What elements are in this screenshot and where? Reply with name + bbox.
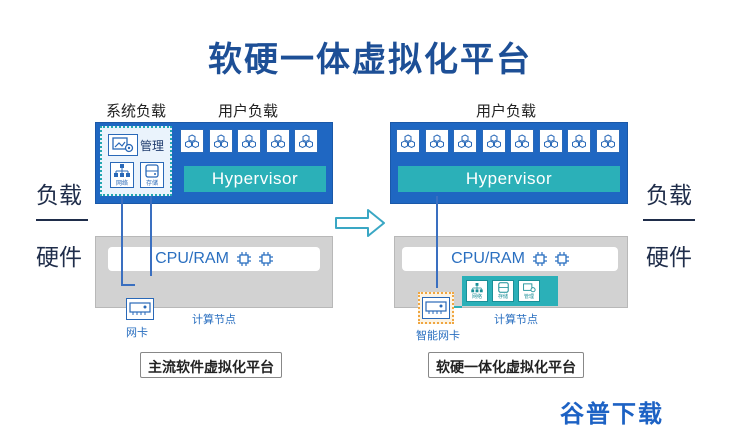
nic-label-left: 网卡 bbox=[126, 326, 148, 339]
compute-node-label-right: 计算节点 bbox=[494, 313, 538, 326]
vm-cube-icon bbox=[600, 134, 615, 148]
vm-cube-icon bbox=[299, 134, 313, 148]
chip-icon bbox=[258, 252, 273, 266]
compute-node-label-left: 计算节点 bbox=[192, 313, 236, 326]
vm-cell-left bbox=[294, 129, 318, 153]
system-load-box: 管理 网络 存储 bbox=[100, 126, 172, 196]
transition-arrow-icon bbox=[335, 209, 385, 237]
cpu-ram-label-right: CPU/RAM bbox=[451, 250, 525, 267]
user-load-label-right: 用户负载 bbox=[476, 102, 537, 120]
nic-card-left bbox=[126, 298, 154, 320]
vm-cube-icon bbox=[515, 134, 529, 148]
vm-cube-icon bbox=[185, 134, 199, 148]
network-tile-left: 网络 bbox=[110, 162, 134, 188]
hypervisor-bar-right: Hypervisor bbox=[398, 166, 620, 192]
connector-line bbox=[436, 196, 438, 288]
vm-cube-icon bbox=[429, 134, 444, 148]
chip-icon bbox=[236, 252, 251, 266]
page-title: 软硬一体虚拟化平台 bbox=[208, 40, 532, 80]
storage-tile-label-left: 存储 bbox=[145, 179, 158, 187]
vm-cell-left bbox=[208, 129, 233, 153]
caption-right: 软硬一体化虚拟化平台 bbox=[428, 352, 584, 378]
vm-cell-right bbox=[481, 129, 506, 153]
system-load-label: 系统负载 bbox=[106, 102, 167, 120]
caption-left: 主流软件虚拟化平台 bbox=[140, 352, 282, 378]
image-gear-icon bbox=[112, 137, 134, 153]
vm-cube-icon bbox=[242, 134, 256, 148]
network-icon bbox=[114, 163, 130, 177]
hypervisor-bar-left: Hypervisor bbox=[184, 166, 326, 192]
manage-label: 管理 bbox=[140, 139, 165, 153]
connector-line bbox=[121, 196, 123, 284]
offload-manage-tile: 管理 bbox=[518, 280, 540, 302]
offload-panel: 网络 存储 管理 bbox=[462, 276, 558, 306]
network-icon bbox=[471, 282, 483, 292]
vm-cell-right bbox=[424, 129, 449, 153]
user-load-label-left: 用户负载 bbox=[218, 102, 279, 120]
cpu-ram-bar-left: CPU/RAM bbox=[108, 247, 320, 271]
vm-cell-right bbox=[510, 129, 534, 153]
vm-cell-left bbox=[237, 129, 261, 153]
manage-tile bbox=[108, 134, 138, 156]
chip-icon bbox=[532, 252, 547, 266]
offload-manage-label: 管理 bbox=[523, 293, 534, 300]
smart-nic-card bbox=[422, 297, 450, 319]
storage-tile-left: 存储 bbox=[140, 162, 164, 188]
vm-cube-icon bbox=[270, 134, 285, 148]
side-separator-left bbox=[36, 219, 88, 221]
vm-cell-right bbox=[567, 129, 591, 153]
vm-cell-left bbox=[180, 129, 204, 153]
vm-cell-right bbox=[595, 129, 620, 153]
side-label-load-right: 负载 bbox=[646, 183, 692, 209]
side-label-hardware-left: 硬件 bbox=[36, 245, 82, 271]
vm-cube-icon bbox=[543, 134, 558, 148]
smart-nic-label: 智能网卡 bbox=[416, 329, 460, 342]
vm-cube-icon bbox=[458, 134, 472, 148]
side-separator-right bbox=[643, 219, 695, 221]
offload-network-tile: 网络 bbox=[466, 280, 488, 302]
storage-icon bbox=[497, 282, 509, 293]
offload-storage-tile: 存储 bbox=[492, 280, 514, 302]
vm-cube-icon bbox=[572, 134, 586, 148]
connector-line bbox=[454, 306, 462, 308]
nic-icon bbox=[425, 301, 447, 314]
smart-nic-highlight bbox=[418, 292, 454, 324]
chip-icon bbox=[554, 252, 569, 266]
connector-line bbox=[150, 196, 152, 276]
vm-cube-icon bbox=[401, 134, 415, 148]
vm-cell-left bbox=[265, 129, 290, 153]
vm-cell-right bbox=[396, 129, 420, 153]
cpu-ram-label-left: CPU/RAM bbox=[155, 250, 229, 267]
network-tile-label-left: 网络 bbox=[115, 179, 128, 187]
storage-icon bbox=[145, 163, 159, 178]
vm-cell-right bbox=[538, 129, 563, 153]
connector-line bbox=[121, 284, 135, 286]
nic-icon bbox=[129, 302, 151, 315]
offload-network-label: 网络 bbox=[471, 293, 482, 300]
offload-storage-label: 存储 bbox=[497, 294, 508, 300]
side-label-load-left: 负载 bbox=[36, 183, 82, 209]
vm-cube-icon bbox=[213, 134, 228, 148]
vm-cube-icon bbox=[486, 134, 501, 148]
vm-cell-right bbox=[453, 129, 477, 153]
cpu-ram-bar-right: CPU/RAM bbox=[402, 247, 618, 271]
image-gear-icon bbox=[522, 282, 536, 292]
watermark-logo: 谷普下载 bbox=[560, 400, 664, 428]
side-label-hardware-right: 硬件 bbox=[646, 245, 692, 271]
